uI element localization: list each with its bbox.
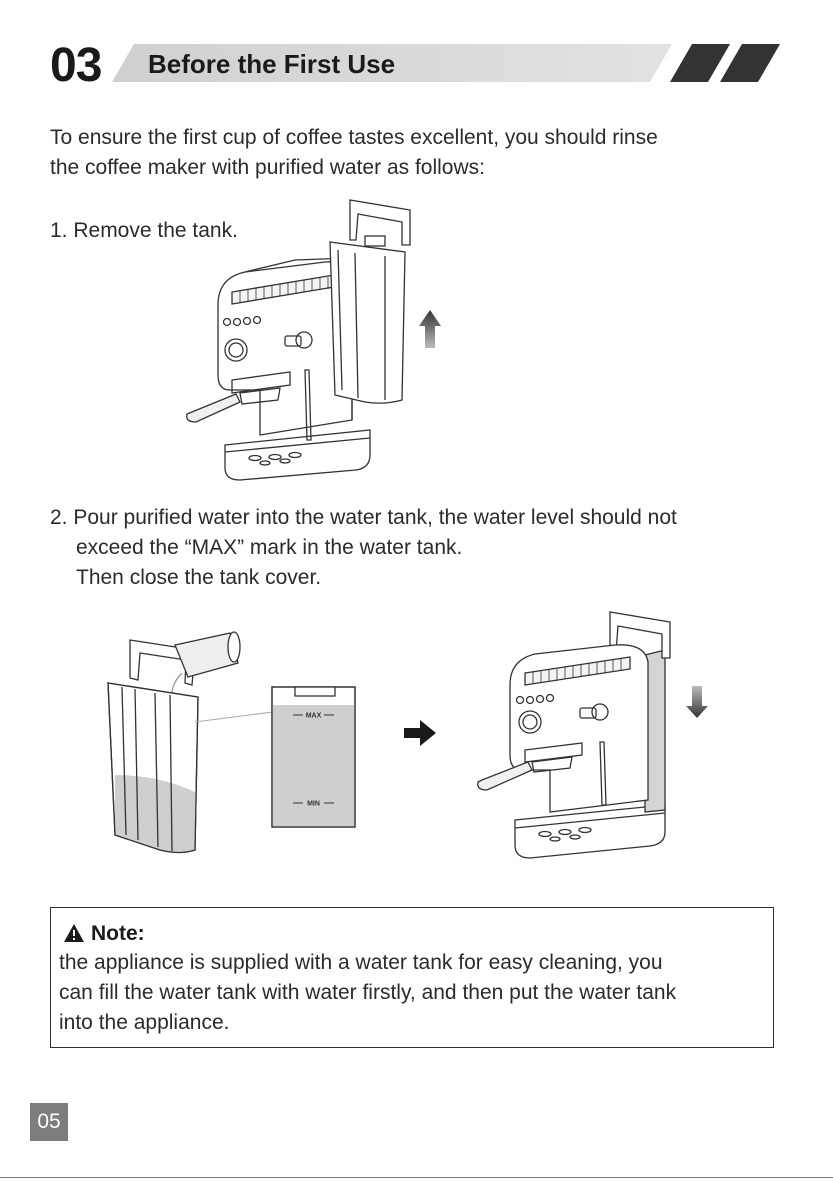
header-stripes-decoration — [670, 44, 780, 82]
note-title: Note: — [91, 922, 145, 945]
callout-line — [195, 710, 275, 725]
step-2-line-3: Then close the tank cover. — [76, 563, 321, 593]
right-arrow-icon — [404, 720, 436, 746]
intro-line-2: the coffee maker with purified water as … — [50, 153, 485, 183]
warning-icon — [63, 923, 85, 943]
max-mark-label: MAX — [306, 713, 322, 720]
tank-level-detail-illustration: MAX MIN — [270, 685, 360, 830]
note-line-3: into the appliance. — [59, 1008, 771, 1038]
intro-line-1: To ensure the first cup of coffee tastes… — [50, 123, 658, 153]
coffee-machine-tank-inserted-illustration — [470, 600, 720, 865]
coffee-machine-tank-removed-illustration — [170, 190, 450, 490]
note-line-1: the appliance is supplied with a water t… — [59, 948, 771, 978]
note-line-2: can fill the water tank with water first… — [59, 978, 771, 1008]
page-number-badge: 05 — [30, 1103, 68, 1141]
section-title: Before the First Use — [148, 48, 395, 80]
footer-divider — [0, 1177, 833, 1178]
note-heading: Note: — [63, 920, 145, 948]
note-box: Note: the appliance is supplied with a w… — [50, 907, 774, 1048]
min-mark-label: MIN — [307, 801, 320, 808]
step-2-line-2: exceed the “MAX” mark in the water tank. — [76, 533, 462, 563]
section-number: 03 — [50, 38, 101, 94]
step-2-line-1: 2. Pour purified water into the water ta… — [50, 503, 677, 533]
pouring-water-into-tank-illustration — [100, 625, 260, 860]
